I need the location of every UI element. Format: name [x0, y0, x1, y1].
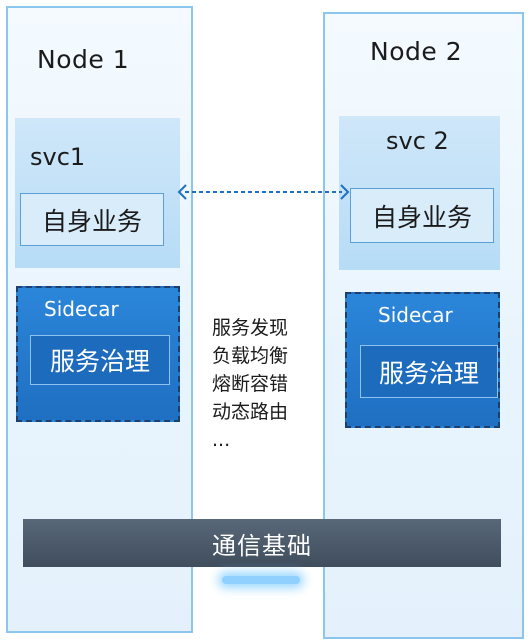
feature-item: 动态路由: [212, 401, 289, 423]
node-2-governance-box: 服务治理: [360, 345, 498, 398]
node-1-business-box: 自身业务: [20, 193, 164, 246]
governance-features-list: 服务发现 负载均衡 熔断容错 动态路由 ...: [212, 314, 288, 454]
feature-item: 负载均衡: [212, 345, 289, 367]
node-1-governance-box: 服务治理: [30, 335, 170, 385]
node-2-title: Node 2: [370, 37, 463, 66]
foundation-glow-highlight: [222, 576, 300, 584]
feature-item: 服务发现: [212, 317, 289, 339]
feature-item: ...: [212, 429, 231, 451]
node-1-title: Node 1: [37, 45, 130, 74]
feature-item: 熔断容错: [212, 373, 289, 395]
communication-foundation-label: 通信基础: [212, 531, 312, 560]
sidecar-1-label: Sidecar: [44, 297, 119, 321]
arrow-left-head: [177, 184, 187, 200]
bidirectional-dashed-arrow: [177, 184, 350, 200]
svc-2-label: svc 2: [386, 127, 449, 155]
svc-1-label: svc1: [30, 143, 86, 171]
node-2-business-box: 自身业务: [350, 188, 494, 243]
arrow-right-head: [340, 184, 350, 200]
communication-foundation-bar: 通信基础: [23, 519, 501, 567]
sidecar-2-label: Sidecar: [378, 303, 453, 327]
